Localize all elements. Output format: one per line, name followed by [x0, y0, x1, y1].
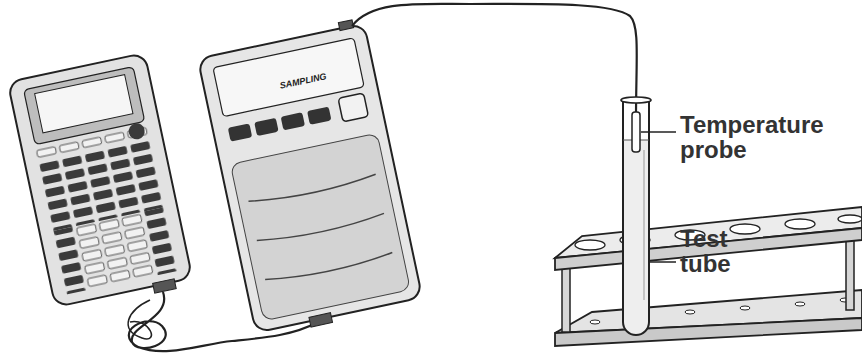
interface-button: [281, 112, 305, 130]
tube-highlight: [644, 150, 645, 300]
calculator-body: [8, 53, 193, 307]
arrow-pad: [127, 122, 146, 141]
probe-cable: [352, 4, 637, 118]
liquid: [623, 140, 649, 335]
calculator-screen: [35, 75, 133, 133]
test-tube: [623, 100, 649, 335]
tube-rim: [621, 97, 651, 103]
cable-plug: [309, 313, 333, 327]
coiled-cable: [128, 300, 151, 339]
number-keys: [74, 212, 156, 290]
interface-button: [254, 118, 278, 136]
data-collection-unit: [197, 18, 424, 339]
cable-plug: [153, 279, 177, 293]
grip-lines: [248, 174, 393, 284]
interface-body: [198, 23, 423, 332]
temperature-probe: [632, 112, 640, 152]
calculator-keys: [143, 207, 179, 275]
rack-post: [562, 262, 570, 332]
callout-label: Temperature probe: [680, 112, 862, 162]
graphing-calculator: [8, 53, 194, 314]
interface-button: [338, 93, 368, 122]
leader-line: [649, 261, 676, 263]
interface-button: [228, 123, 252, 141]
interface-button: [307, 107, 331, 125]
callout-label: Test tube: [680, 226, 750, 276]
rack-base-front: [555, 318, 862, 346]
leader-line: [641, 131, 676, 133]
grip-panel: [230, 133, 410, 321]
